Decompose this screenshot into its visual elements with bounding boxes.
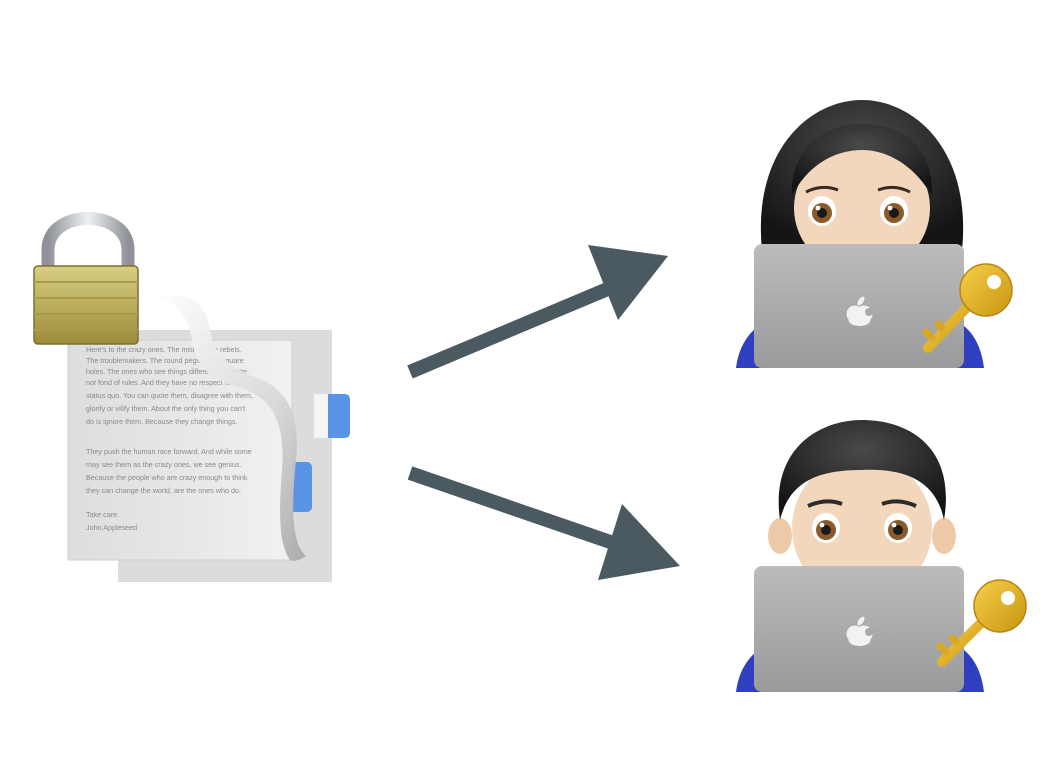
- document-line: glorify or vilify them. About the only t…: [86, 404, 245, 413]
- document-line: They push the human race forward. And wh…: [86, 447, 252, 456]
- document-line: The troublemakers. The round pegs in the…: [86, 356, 244, 365]
- padlock-icon: [33, 212, 139, 345]
- eyes: [805, 185, 911, 226]
- document-line: they can change the world, are the ones …: [86, 486, 241, 495]
- arrow-to-recipient-2: [407, 466, 680, 580]
- document-line: holes. The ones who see things different…: [86, 367, 247, 376]
- document-line: status quo. You can quote them, disagree…: [86, 391, 253, 400]
- document-line: do is ignore them. Because they change t…: [86, 417, 237, 426]
- document-line: Because the people who are crazy enough …: [86, 473, 248, 482]
- document-icon: Here's to the crazy ones. The misfits. T…: [67, 295, 350, 582]
- document-line: not fond of rules. And they have no resp…: [86, 378, 245, 387]
- key-icon: [921, 263, 1013, 353]
- arrow-to-recipient-1: [407, 245, 668, 379]
- laptop: [754, 566, 964, 692]
- laptop: [754, 244, 964, 368]
- document-line: may see them as the crazy ones, we see g…: [86, 460, 241, 469]
- apple-logo-icon: [846, 616, 873, 646]
- apple-logo-icon: [846, 296, 873, 326]
- man-technologist-icon: [736, 420, 1027, 692]
- document-line: Here's to the crazy ones. The misfits. T…: [86, 345, 242, 354]
- page-curl: [150, 295, 306, 561]
- document-closing: Take care.: [86, 510, 119, 519]
- document-signature: John Appleseed: [86, 523, 137, 532]
- key-icon: [935, 579, 1027, 667]
- woman-technologist-icon: [736, 100, 1013, 368]
- eyes: [807, 499, 917, 543]
